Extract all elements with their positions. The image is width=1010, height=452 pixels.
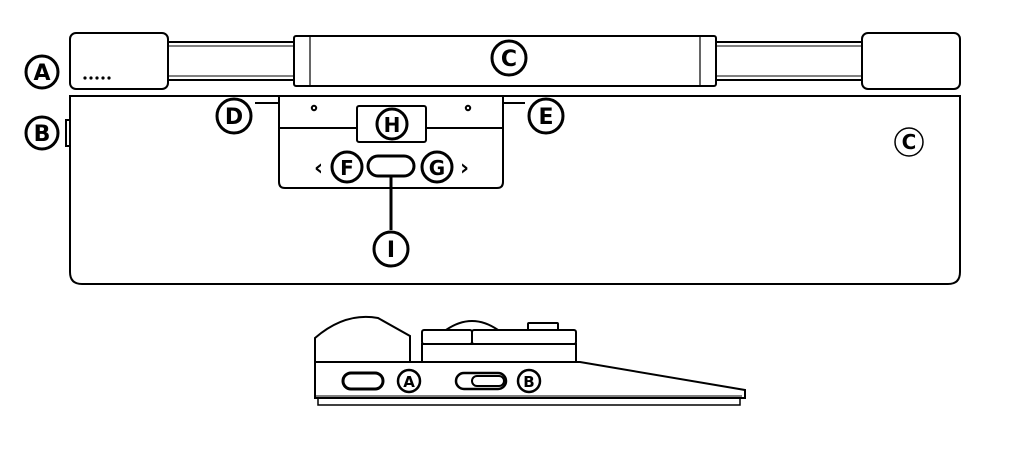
side-switch-b-knob (471, 375, 505, 387)
callout-i: I (372, 230, 410, 268)
svg-text:C: C (501, 47, 517, 72)
svg-text:F: F (340, 156, 354, 180)
side-top-button (527, 322, 559, 331)
led-e (464, 104, 472, 112)
side-switch-b-pill (454, 371, 508, 391)
callout-a: A (24, 54, 60, 90)
left-end-cap (69, 32, 169, 90)
svg-text:D: D (225, 105, 243, 130)
side-top-block-left (421, 329, 473, 345)
callout-f: F (330, 150, 364, 184)
center-button-h (356, 105, 427, 143)
side-switch-b (65, 119, 70, 147)
scroll-wheel-i (366, 154, 416, 178)
side-callout-b: B (516, 368, 542, 394)
top-view (65, 32, 961, 285)
svg-text:A: A (33, 61, 50, 86)
side-switch-a-pill (341, 371, 385, 391)
scroll-left-arrow: ‹ (314, 156, 323, 181)
svg-text:H: H (384, 113, 401, 137)
svg-text:A: A (403, 373, 415, 391)
led-indicator-dots (83, 76, 111, 80)
callout-g: G (420, 150, 454, 184)
svg-text:G: G (429, 156, 445, 180)
callout-b: B (24, 115, 60, 151)
side-top-block-right (471, 329, 577, 345)
scroll-right-arrow: › (460, 156, 469, 181)
device-body (69, 95, 961, 285)
led-d (310, 104, 318, 112)
right-end-cap (861, 32, 961, 90)
callout-e: E (527, 97, 565, 135)
svg-text:B: B (523, 373, 534, 391)
callout-d: D (215, 97, 253, 135)
device-logo: C (902, 130, 917, 154)
side-end-cap (314, 315, 411, 362)
side-roller-dome (445, 320, 499, 331)
device-logo-ring (894, 127, 924, 157)
side-top-base (421, 343, 577, 363)
svg-text:E: E (538, 105, 553, 130)
callout-c: C (490, 39, 528, 77)
svg-text:B: B (34, 122, 51, 147)
svg-text:I: I (387, 238, 395, 263)
callout-h: H (375, 107, 409, 141)
side-callout-a: A (396, 368, 422, 394)
side-view (314, 315, 746, 406)
